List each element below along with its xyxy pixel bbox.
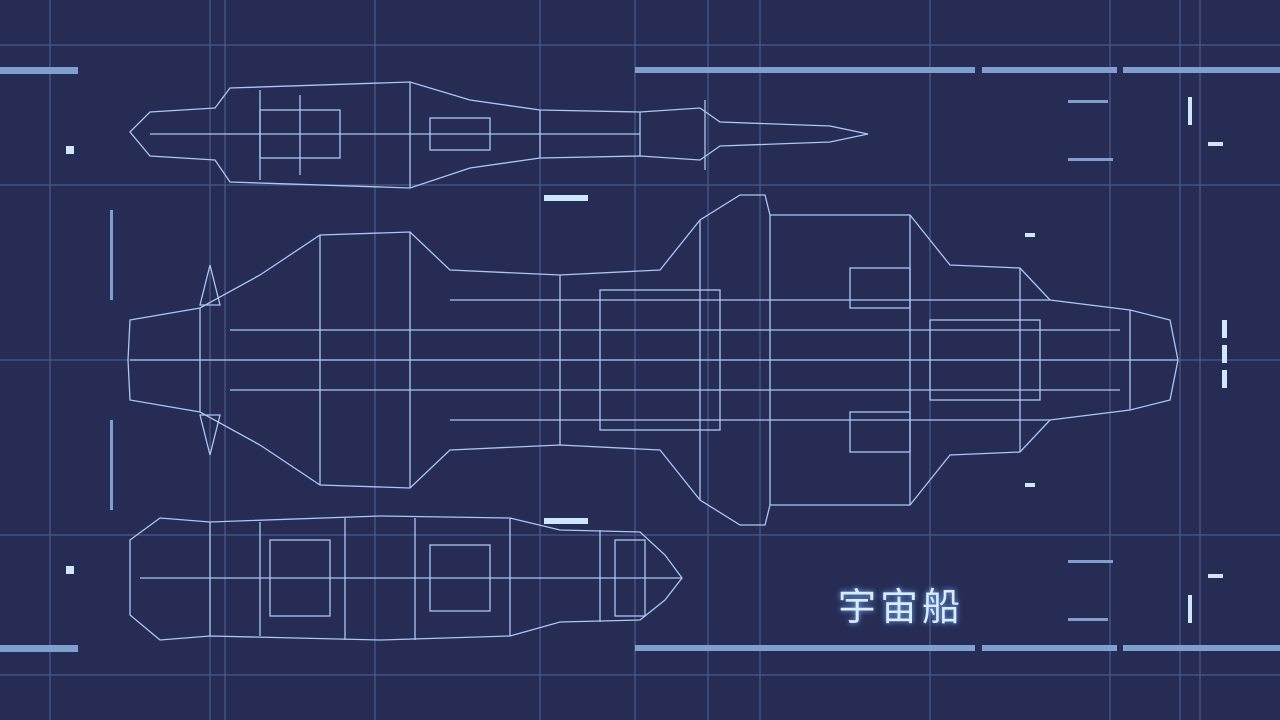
spaceship-side-view xyxy=(127,194,1179,526)
hud-bars xyxy=(0,67,1280,652)
spaceship-caption: 宇宙船 xyxy=(838,585,965,629)
spaceship-bottom-view xyxy=(129,515,683,641)
spaceship-top-view xyxy=(129,81,869,189)
